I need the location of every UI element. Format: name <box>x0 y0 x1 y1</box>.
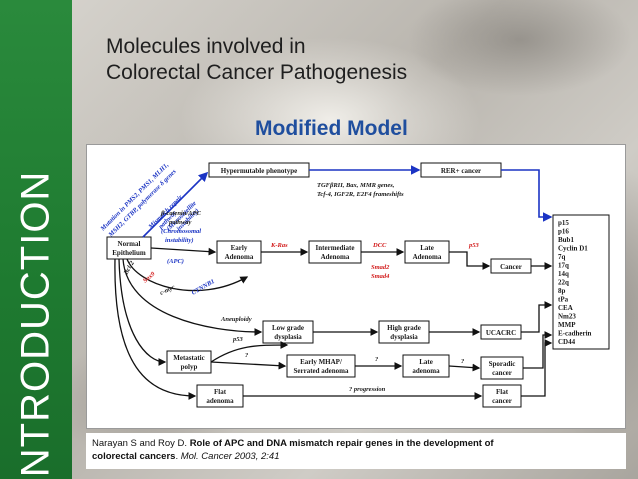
label-apc: (APC) <box>167 258 184 265</box>
arrow-late2-sporadic <box>448 363 481 372</box>
text-ucacrc: UCACRC <box>486 329 516 337</box>
label-kras: K-Ras <box>270 242 288 249</box>
arrow-sporadic-markers <box>523 331 553 369</box>
label-catenin-2: pathway <box>168 219 192 226</box>
label-smad4: Smad4 <box>371 273 390 280</box>
label-catenin-4: instability) <box>165 237 194 244</box>
marker-11: Nm23 <box>558 313 576 321</box>
label-aneuploidy: Aneuploidy <box>220 316 252 323</box>
text-normal-1: Normal <box>118 240 141 248</box>
title-line-1: Molecules involved in <box>106 35 306 58</box>
label-smad2: Smad2 <box>371 264 390 271</box>
citation-title-line-1: Role of APC and DNA mismatch repair gene… <box>189 438 494 449</box>
text-low-grade-1: Low grade <box>272 324 304 332</box>
label-q2: ? <box>375 356 379 363</box>
text-mhap-1: Early MHAP/ <box>300 358 343 366</box>
label-p53-main: p53 <box>468 242 480 249</box>
marker-4: 7q <box>558 253 566 261</box>
label-dcc: DCC <box>372 242 387 249</box>
pathway-diagram: Hypermutable phenotype RER+ cancer Norma… <box>86 144 626 429</box>
marker-2: Bub1 <box>558 236 574 244</box>
text-metastatic-2: polyp <box>181 363 198 371</box>
marker-0: p15 <box>558 219 569 227</box>
arrow-ucacrc-markers <box>521 301 553 333</box>
arrow-late-cancer <box>449 251 491 270</box>
marker-10: CEA <box>558 304 573 312</box>
marker-14: CD44 <box>558 338 576 346</box>
arrow-normal-apc <box>126 258 249 292</box>
text-early-1: Early <box>231 244 248 252</box>
text-late2-2: adenoma <box>412 367 440 375</box>
marker-12: MMP <box>558 321 576 329</box>
label-tgf-1: TGFβRII, Bax, MMR genes, <box>317 182 395 189</box>
text-late2-1: Late <box>419 358 433 366</box>
citation-authors: Narayan S and Roy D. <box>92 438 188 449</box>
label-q1: ? <box>245 352 249 359</box>
citation-journal: Mol. Cancer 2003, 2:41 <box>180 451 280 462</box>
slide-subtitle: Modified Model <box>255 117 408 140</box>
marker-13: E-cadherin <box>558 330 592 338</box>
marker-5: 17q <box>558 262 569 270</box>
text-mhap-2: Serrated adenoma <box>293 367 349 375</box>
text-intermediate-1: Intermediate <box>316 244 355 252</box>
label-p53-low: p53 <box>232 336 244 343</box>
label-progression: ? progression <box>349 386 386 393</box>
text-hypermutable: Hypermutable phenotype <box>221 167 297 175</box>
text-high-grade-2: dysplasia <box>390 333 418 341</box>
marker-3: Cyclin D1 <box>558 245 588 253</box>
text-late-1: Late <box>420 244 434 252</box>
label-catenin-1: β-catenin/APC <box>160 210 201 217</box>
marker-list: p15 p16 Bub1 Cyclin D1 7q 17q 14q 22q 8p… <box>558 219 592 346</box>
box-markers <box>552 214 610 350</box>
text-early-2: Adenoma <box>225 253 254 261</box>
text-cancer: Cancer <box>500 263 522 271</box>
citation: Narayan S and Roy D. Role of APC and DNA… <box>86 433 626 469</box>
arrow-metastatic-mhap <box>210 361 287 370</box>
text-intermediate-2: Adenoma <box>321 253 350 261</box>
text-flat-adenoma-1: Flat <box>214 388 227 396</box>
text-low-grade-2: dysplasia <box>274 333 302 341</box>
slide-title: Molecules involved in Colorectal Cancer … <box>106 34 407 86</box>
arrow-normal-early <box>150 247 217 256</box>
label-ctnnb1: CTNNB1 <box>191 278 216 297</box>
text-flat-cancer-2: cancer <box>492 397 512 405</box>
citation-title-line-2: colorectal cancers <box>92 451 176 462</box>
title-line-2: Colorectal Cancer Pathogenesis <box>106 61 408 84</box>
marker-7: 22q <box>558 279 569 287</box>
text-flat-adenoma-2: adenoma <box>206 397 234 405</box>
sidebar-label: INTRODUCTION <box>13 170 58 479</box>
text-late-2: Adenoma <box>413 253 442 261</box>
arrow-normal-low-grade <box>122 258 263 336</box>
text-sporadic-2: cancer <box>492 369 512 377</box>
marker-9: tPa <box>558 296 569 304</box>
pathway-diagram-svg: Hypermutable phenotype RER+ cancer Norma… <box>99 161 610 408</box>
text-flat-cancer-1: Flat <box>496 388 509 396</box>
arrow-metastatic-low <box>210 341 289 363</box>
marker-1: p16 <box>558 228 569 236</box>
label-bcl2: Bcl-2 <box>122 259 136 277</box>
text-metastatic-1: Metastatic <box>173 354 204 362</box>
marker-6: 14q <box>558 270 569 278</box>
text-rer: RER+ cancer <box>441 167 481 175</box>
arrow-flat-markers <box>521 339 553 397</box>
arrow-normal-flat <box>114 258 197 400</box>
arrow-normal-hypermutable <box>142 171 209 238</box>
label-tgf-2: Tcf-4, IGF2R, E2F4 frameshifts <box>317 191 404 198</box>
label-q3: ? <box>461 358 465 365</box>
label-catenin-3: (Chromosomal <box>161 228 201 235</box>
text-sporadic-1: Sporadic <box>489 360 516 368</box>
marker-8: 8p <box>558 287 566 295</box>
text-normal-2: Epithelium <box>112 249 146 257</box>
arrow-normal-metastatic <box>118 258 167 366</box>
arrow-rer-markers <box>501 169 553 222</box>
text-high-grade-1: High grade <box>387 324 421 332</box>
sidebar: INTRODUCTION <box>0 0 72 479</box>
